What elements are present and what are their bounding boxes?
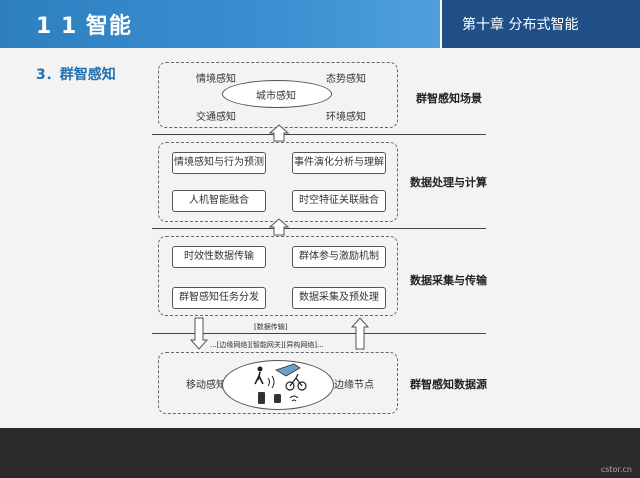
walker-icon — [257, 366, 263, 372]
device-icons — [254, 363, 307, 404]
bike-wheel-left-icon — [285, 381, 295, 391]
phone-icon — [258, 392, 265, 404]
data-transfer-label: [数据传输] — [254, 323, 288, 331]
city-sensing-ellipse — [222, 80, 332, 108]
chapter-bar: 第十章 分布式智能 — [442, 0, 640, 48]
scene-layer-label: 群智感知场景 — [416, 92, 482, 105]
collect-box-3: 群智感知任务分发 — [172, 287, 266, 309]
signal-icon — [267, 375, 275, 389]
network-label: ...[边缘网络][智能网关][异构网络]... — [210, 341, 324, 349]
scene-item-traffic: 交通感知 — [196, 112, 236, 123]
arrow-up-2 — [268, 218, 290, 236]
watermark: cstor.cn — [600, 465, 632, 474]
scene-item-situation: 态势感知 — [326, 74, 366, 85]
bike-frame-icon — [289, 373, 303, 387]
arrow-down-left — [189, 317, 209, 350]
compute-box-4: 时空特征关联融合 — [292, 190, 386, 212]
collect-box-4: 数据采集及预处理 — [292, 287, 386, 309]
compute-box-1: 情境感知与行为预测 — [172, 152, 266, 174]
compute-box-2: 事件演化分析与理解 — [292, 152, 386, 174]
chapter-label: 第十章 分布式智能 — [462, 17, 579, 33]
watch-icon — [274, 394, 281, 403]
scene-item-city: 城市感知 — [256, 91, 296, 102]
drone-icon — [275, 363, 301, 377]
collect-box-1: 时效性数据传输 — [172, 246, 266, 268]
source-layer — [158, 352, 398, 414]
collect-layer-label: 数据采集与传输 — [410, 274, 487, 287]
up-arrows — [189, 124, 370, 350]
section-title: 3．群智感知 — [36, 67, 116, 83]
title-bar: 1 1 智能 — [0, 0, 440, 48]
bike-wheel-right-icon — [297, 381, 307, 391]
divider-1 — [152, 134, 486, 135]
scene-item-context: 情境感知 — [196, 74, 236, 85]
source-layer-label: 群智感知数据源 — [410, 378, 487, 391]
slide-header: 1 1 智能 第十章 分布式智能 — [0, 0, 640, 48]
compute-layer-label: 数据处理与计算 — [410, 176, 487, 189]
compute-box-3: 人机智能融合 — [172, 190, 266, 212]
arrow-up-1 — [268, 124, 290, 142]
scene-item-environment: 环境感知 — [326, 112, 366, 123]
collect-box-2: 群体参与激励机制 — [292, 246, 386, 268]
edge-node-label: 边缘节点 — [334, 380, 374, 391]
arrow-up-right — [350, 317, 370, 350]
divider-2 — [152, 228, 486, 229]
wifi-icon — [289, 395, 299, 402]
collect-layer — [158, 236, 398, 316]
slide-title: 1 1 智能 — [36, 14, 132, 39]
walker-body-icon — [254, 371, 264, 385]
divider-3 — [152, 333, 486, 334]
mobile-sensing-label: 移动感知 — [186, 380, 226, 391]
slide-footer: cstor.cn — [0, 428, 640, 478]
devices-ellipse — [222, 360, 334, 410]
